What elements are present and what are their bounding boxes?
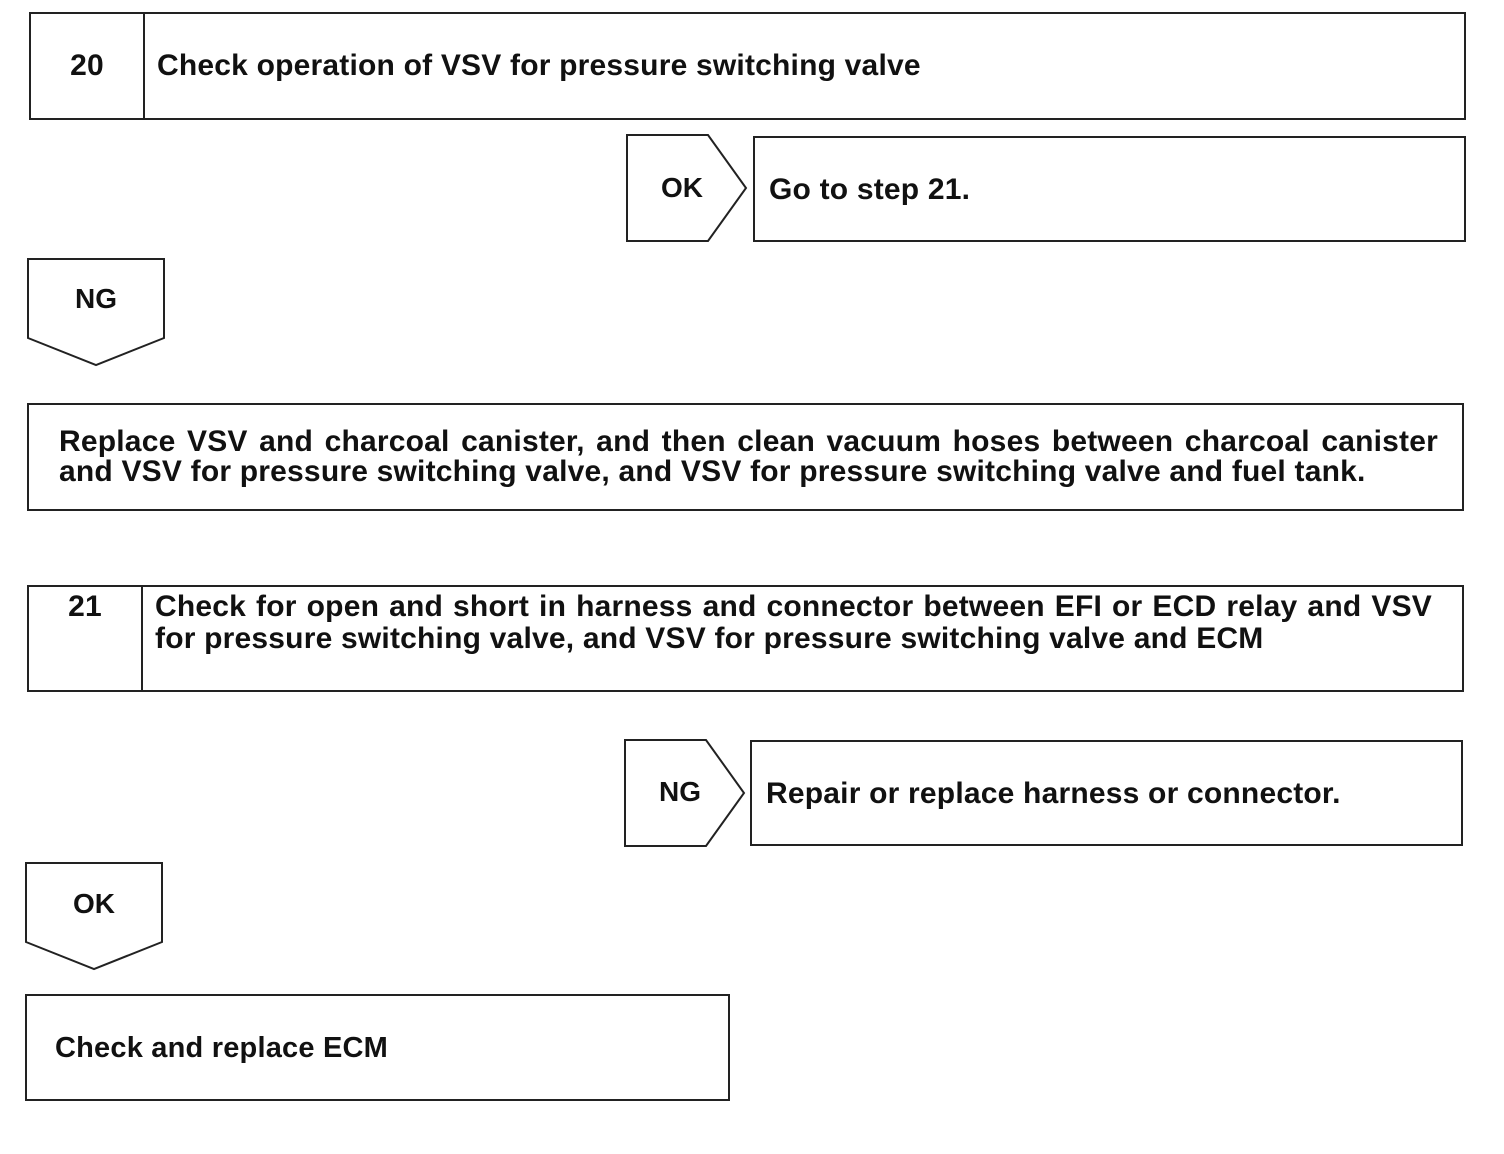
step-20-ng-result-box: Replace VSV and charcoal canister, and t…: [27, 403, 1464, 511]
step-21-ok-label: OK: [73, 888, 115, 919]
step-21-title: Check for open and short in harness and …: [155, 590, 1432, 655]
step-20-ng-arrow: [27, 258, 165, 367]
step-21-ng-arrow: [624, 739, 746, 847]
step-21-ng-result-text: Repair or replace harness or connector.: [766, 777, 1341, 810]
step-20-box: 20 Check operation of VSV for pressure s…: [29, 12, 1466, 120]
step-20-ok-result-text: Go to step 21.: [769, 173, 971, 206]
step-21-ok-result-box: Check and replace ECM: [25, 994, 730, 1101]
step-21-box: 21 Check for open and short in harness a…: [27, 585, 1464, 692]
step-21-ng-result-box: Repair or replace harness or connector.: [750, 740, 1463, 846]
step-20-ok-arrow: [626, 134, 748, 242]
step-21-ng-label: NG: [659, 776, 701, 807]
step-20-ok-label: OK: [661, 172, 703, 203]
step-20-title: Check operation of VSV for pressure swit…: [157, 49, 921, 82]
step-20-ng-result-text: Replace VSV and charcoal canister, and t…: [59, 425, 1438, 488]
step-21-ok-arrow: [25, 862, 163, 971]
step-21-number: 21: [29, 587, 143, 690]
step-20-number: 20: [31, 14, 145, 118]
step-21-ok-result-text: Check and replace ECM: [55, 1032, 388, 1064]
step-20-ng-label: NG: [75, 283, 117, 314]
step-20-ok-result-box: Go to step 21.: [753, 136, 1466, 242]
